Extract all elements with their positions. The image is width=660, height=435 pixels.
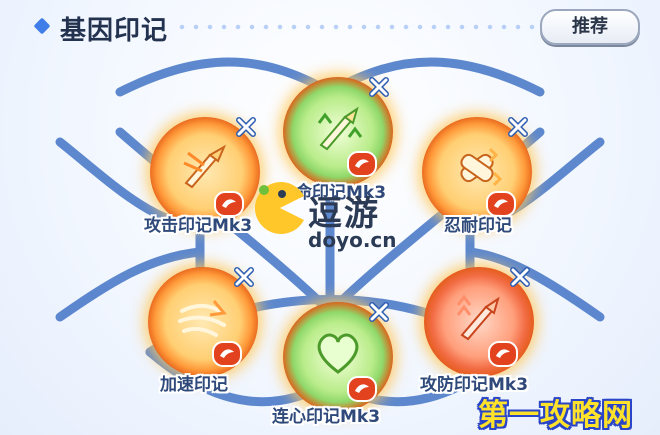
wing-badge-icon xyxy=(488,341,518,367)
close-icon[interactable] xyxy=(508,265,532,289)
site-watermark: 逗游 doyo.cn xyxy=(252,180,422,270)
panel-title: 基因印记 xyxy=(60,16,169,46)
heart-icon xyxy=(317,333,359,374)
wing-badge-icon xyxy=(486,191,516,217)
imprint-slot-attack-crit[interactable] xyxy=(283,77,393,187)
imprint-label-speed: 加速印记 xyxy=(160,375,228,395)
diamond-bullet-icon xyxy=(33,17,51,35)
imprint-label-attack-defense: 攻防印记Mk3 xyxy=(420,375,529,395)
close-icon[interactable] xyxy=(367,75,391,99)
panel-header: 基因印记 推荐 xyxy=(0,0,660,52)
imprint-label-endurance: 忍耐印记 xyxy=(444,216,512,236)
close-icon[interactable] xyxy=(232,265,256,289)
pacman-logo-icon xyxy=(254,182,304,234)
imprint-slot-attack[interactable] xyxy=(150,117,260,227)
imprint-slot-endurance[interactable] xyxy=(422,117,532,227)
wind-arrow-icon xyxy=(178,300,227,337)
wing-badge-icon xyxy=(214,191,244,217)
imprint-slot-speed[interactable] xyxy=(148,267,258,377)
imprint-label-attack: 攻击印记Mk3 xyxy=(144,216,253,236)
imprint-slot-attack-defense[interactable] xyxy=(424,267,534,377)
wing-badge-icon xyxy=(212,341,242,367)
recommend-button[interactable]: 推荐 xyxy=(540,9,640,45)
close-icon[interactable] xyxy=(234,115,258,139)
wing-badge-icon xyxy=(347,376,377,402)
watermark-site-domain: doyo.cn xyxy=(308,228,397,252)
imprint-label-attack-crit: 攻命印记Mk3 xyxy=(278,183,387,203)
sword-slash-icon xyxy=(183,144,227,189)
bandage-shield-icon xyxy=(460,147,502,187)
watermark-site-name: 逗游 xyxy=(308,194,380,234)
wing-badge-icon xyxy=(347,151,377,177)
corner-watermark: 第一攻略网 xyxy=(478,398,633,433)
sword-arrows-icon xyxy=(317,106,363,151)
close-icon[interactable] xyxy=(506,115,530,139)
sword-shield-icon xyxy=(456,294,500,341)
imprint-board: 攻击印记Mk3 攻命印记Mk3 xyxy=(0,52,660,435)
imprint-slot-heart-link[interactable] xyxy=(283,302,393,412)
close-icon[interactable] xyxy=(367,300,391,324)
dotted-divider xyxy=(175,23,540,31)
imprint-label-heart-link: 连心印记Mk3 xyxy=(272,407,381,427)
